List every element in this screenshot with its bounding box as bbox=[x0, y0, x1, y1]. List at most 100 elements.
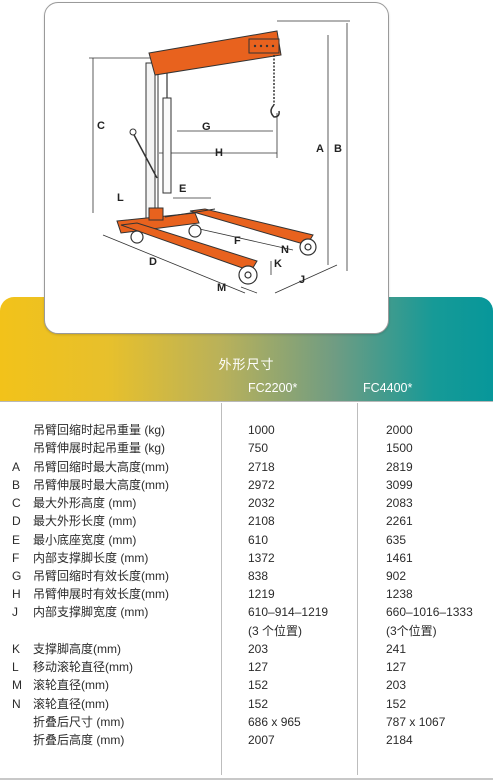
column-divider bbox=[221, 403, 222, 775]
table-bottom-rule bbox=[0, 778, 493, 780]
wheels bbox=[130, 224, 317, 285]
row-label: 吊臂伸展时最大高度(mm) bbox=[33, 478, 169, 492]
row-letter: H bbox=[12, 587, 21, 601]
model-fc2200: FC2200* bbox=[248, 381, 298, 395]
row-value-fc2200: 2007 bbox=[248, 733, 275, 747]
row-value-fc4400: 127 bbox=[386, 660, 407, 674]
row-letter: N bbox=[12, 697, 21, 711]
row-value-fc2200: 203 bbox=[248, 642, 269, 656]
row-value-fc2200: 838 bbox=[248, 569, 269, 583]
dim-label-f: F bbox=[234, 235, 241, 247]
row-letter: E bbox=[12, 533, 21, 547]
row-letter: C bbox=[12, 496, 21, 510]
row-value-fc2200: 1000 bbox=[248, 423, 275, 437]
row-label: 移动滚轮直径(mm) bbox=[33, 660, 133, 674]
dim-line-d bbox=[102, 234, 246, 294]
row-label: 内部支撑脚长度 (mm) bbox=[33, 551, 149, 565]
wheel-rear bbox=[130, 230, 144, 244]
row-letter: G bbox=[12, 569, 22, 583]
row-label: 最大外形长度 (mm) bbox=[33, 514, 137, 528]
row-label: 最小底座宽度 (mm) bbox=[33, 533, 137, 547]
row-label: 内部支撑脚宽度 (mm) bbox=[33, 605, 149, 619]
row-value-fc2200: 2108 bbox=[248, 514, 275, 528]
row-letter: F bbox=[12, 551, 20, 565]
row-value-fc4400: 635 bbox=[386, 533, 407, 547]
row-value-fc4400: 2261 bbox=[386, 514, 413, 528]
row-label: 滚轮直径(mm) bbox=[33, 678, 109, 692]
row-value-fc2200: 1372 bbox=[248, 551, 275, 565]
row-value-fc2200: 2972 bbox=[248, 478, 275, 492]
dim-label-l: L bbox=[117, 192, 124, 204]
column-divider bbox=[357, 403, 358, 775]
row-value-fc4400: 2000 bbox=[386, 423, 413, 437]
row-value-fc4400: 3099 bbox=[386, 478, 413, 492]
table-row: D 最大外形长度 (mm) 2108 2261 bbox=[0, 512, 493, 530]
dim-label-g: G bbox=[202, 121, 211, 133]
table-row: A 吊臂回缩时最大高度(mm) 2718 2819 bbox=[0, 458, 493, 476]
hook bbox=[270, 55, 280, 118]
row-letter: B bbox=[12, 478, 21, 492]
dim-line-j bbox=[274, 264, 338, 294]
dim-line-f bbox=[194, 227, 294, 251]
table-row: 折叠后高度 (mm) 2007 2184 bbox=[0, 731, 493, 749]
table-row: (3 个位置)(3个位置) bbox=[0, 622, 493, 640]
dim-label-j: J bbox=[299, 274, 305, 286]
row-value-fc2200: 686 x 965 bbox=[248, 715, 301, 729]
crane-mast bbox=[129, 62, 172, 224]
dim-label-h: H bbox=[215, 147, 223, 159]
crane-boom bbox=[148, 30, 282, 76]
dim-label-m: M bbox=[217, 282, 226, 294]
crane-base bbox=[116, 207, 314, 272]
row-value-fc2200: 2718 bbox=[248, 460, 275, 474]
row-value-fc4400: 2184 bbox=[386, 733, 413, 747]
table-row: M 滚轮直径(mm) 152 203 bbox=[0, 676, 493, 694]
row-value-fc4400: 787 x 1067 bbox=[386, 715, 446, 729]
row-value-fc4400: 203 bbox=[386, 678, 407, 692]
row-label: 吊臂回缩时有效长度(mm) bbox=[33, 569, 169, 583]
row-value-fc2200: 127 bbox=[248, 660, 269, 674]
row-label: 吊臂回缩时起吊重量 (kg) bbox=[33, 423, 166, 437]
row-value-fc4400: 1461 bbox=[386, 551, 413, 565]
row-label: 吊臂回缩时最大高度(mm) bbox=[33, 460, 169, 474]
row-value-fc4400: (3个位置) bbox=[386, 624, 437, 638]
table-row: B 吊臂伸展时最大高度(mm) 2972 3099 bbox=[0, 476, 493, 494]
row-value-fc2200: 2032 bbox=[248, 496, 275, 510]
row-value-fc2200: 152 bbox=[248, 697, 269, 711]
row-letter: M bbox=[12, 678, 22, 692]
section-title: 外形尺寸 bbox=[218, 357, 275, 372]
row-value-fc2200: 1219 bbox=[248, 587, 275, 601]
row-value-fc2200: 152 bbox=[248, 678, 269, 692]
dim-label-e: E bbox=[179, 183, 186, 195]
row-value-fc4400: 660–1016–1333 bbox=[386, 605, 473, 619]
table-row: L 移动滚轮直径(mm) 127 127 bbox=[0, 658, 493, 676]
row-letter: A bbox=[12, 460, 21, 474]
row-value-fc4400: 902 bbox=[386, 569, 407, 583]
table-row: G 吊臂回缩时有效长度(mm) 838 902 bbox=[0, 567, 493, 585]
row-letter: K bbox=[12, 642, 21, 656]
row-value-fc4400: 1500 bbox=[386, 441, 413, 455]
dim-label-c: C bbox=[97, 120, 105, 132]
row-value-fc4400: 152 bbox=[386, 697, 407, 711]
row-letter: D bbox=[12, 514, 21, 528]
table-row: C 最大外形高度 (mm) 2032 2083 bbox=[0, 494, 493, 512]
row-value-fc2200: 610–914–1219 bbox=[248, 605, 329, 619]
crane-diagram: A B C D E F G H J K L M N bbox=[89, 20, 350, 294]
row-value-fc4400: 2083 bbox=[386, 496, 413, 510]
dim-label-d: D bbox=[149, 256, 157, 268]
row-label: 吊臂伸展时有效长度(mm) bbox=[33, 587, 169, 601]
model-fc4400: FC4400* bbox=[363, 381, 413, 395]
row-label: 最大外形高度 (mm) bbox=[33, 496, 137, 510]
row-value-fc4400: 2819 bbox=[386, 460, 413, 474]
row-label: 折叠后高度 (mm) bbox=[33, 733, 125, 747]
row-letter: L bbox=[12, 660, 19, 674]
table-row: F 内部支撑脚长度 (mm) 1372 1461 bbox=[0, 549, 493, 567]
row-value-fc4400: 241 bbox=[386, 642, 407, 656]
